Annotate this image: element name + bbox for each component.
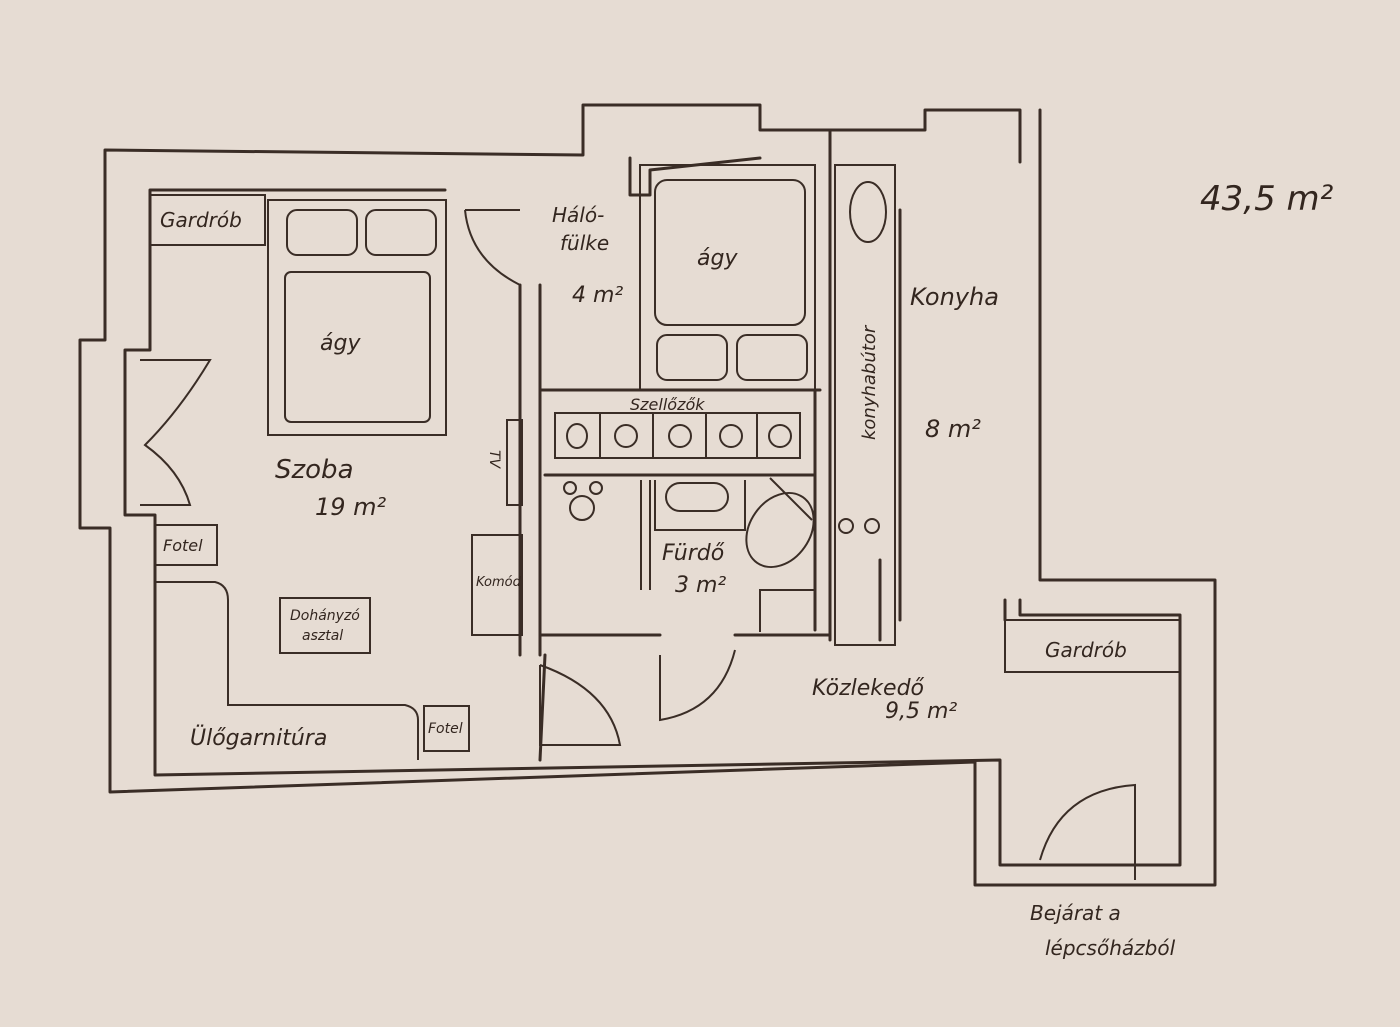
blanket (284, 271, 431, 423)
halofulke-area: 4 m² (572, 283, 623, 308)
pillow-icon (286, 209, 358, 256)
sink-icon (665, 482, 729, 512)
vents (554, 412, 801, 459)
outer-wall (78, 103, 1217, 887)
blanket (654, 179, 806, 326)
pillow-icon (736, 334, 808, 381)
vent-icon (566, 423, 588, 449)
komod-label: Komód (476, 575, 522, 590)
tv (506, 419, 523, 506)
coffee-table (279, 597, 371, 654)
shower-icon (563, 481, 603, 521)
konyha-name: Konyha (910, 283, 999, 311)
total-area: 43,5 m² (1200, 179, 1334, 219)
pillow-icon (365, 209, 437, 256)
sofa (155, 581, 419, 760)
furdo-area: 3 m² (675, 573, 726, 598)
halofulke-name-1: Háló- (552, 203, 604, 227)
konyha-area: 8 m² (925, 415, 981, 443)
bed-2-label: ágy (697, 246, 738, 271)
fotel-2 (423, 705, 470, 752)
vent-icon (768, 424, 792, 448)
halofulke-name-2: fülke (560, 231, 609, 255)
gardrob-1-box (149, 194, 266, 246)
stove-icon (864, 518, 880, 534)
fotel-1-label: Fotel (163, 536, 203, 555)
konyhabutor-label: konyhabútor (859, 324, 880, 440)
entrance-door-icon (1039, 783, 1136, 880)
entrance-label-1: Bejárat a (1030, 901, 1121, 925)
gardrob-1-label: Gardrób (160, 208, 242, 232)
entrance-label-2: lépcsőházból (1045, 936, 1176, 960)
dohanyzo-label-2: asztal (302, 628, 343, 644)
pillow-icon (656, 334, 728, 381)
fotel-1 (154, 524, 218, 566)
vent-icon (668, 424, 692, 448)
kozlekedo-name: Közlekedő (812, 676, 925, 701)
szellozok-label: Szellőzők (630, 395, 705, 414)
bed-1-label: ágy (320, 331, 361, 356)
kitchen-sink-icon (849, 181, 887, 243)
door-icon (539, 664, 622, 746)
gardrob-2-label: Gardrób (1045, 638, 1127, 662)
komod (471, 534, 523, 636)
tv-label: TV (486, 450, 502, 470)
furdo-name: Fürdő (662, 541, 725, 566)
ulogarnitura-label: Ülőgarnitúra (190, 725, 327, 751)
inner-wall (123, 156, 1182, 867)
bed-2 (639, 164, 816, 391)
window-door-icon (140, 359, 212, 506)
vent-icon (719, 424, 743, 448)
vent-icon (614, 424, 638, 448)
door-icon (464, 209, 521, 286)
szoba-area: 19 m² (315, 493, 387, 521)
kitchen-cabinet (834, 164, 896, 646)
szoba-name: Szoba (275, 455, 354, 485)
toilet-icon (745, 491, 815, 569)
gardrob-2-box (1004, 619, 1181, 673)
dohanyzo-label-1: Dohányzó (290, 608, 360, 624)
fotel-2-label: Fotel (428, 721, 463, 737)
sink-cabinet (654, 480, 746, 531)
kozlekedo-area: 9,5 m² (885, 699, 957, 724)
door-icon (659, 649, 736, 722)
bed-1 (267, 199, 447, 436)
stove-icon (838, 518, 854, 534)
